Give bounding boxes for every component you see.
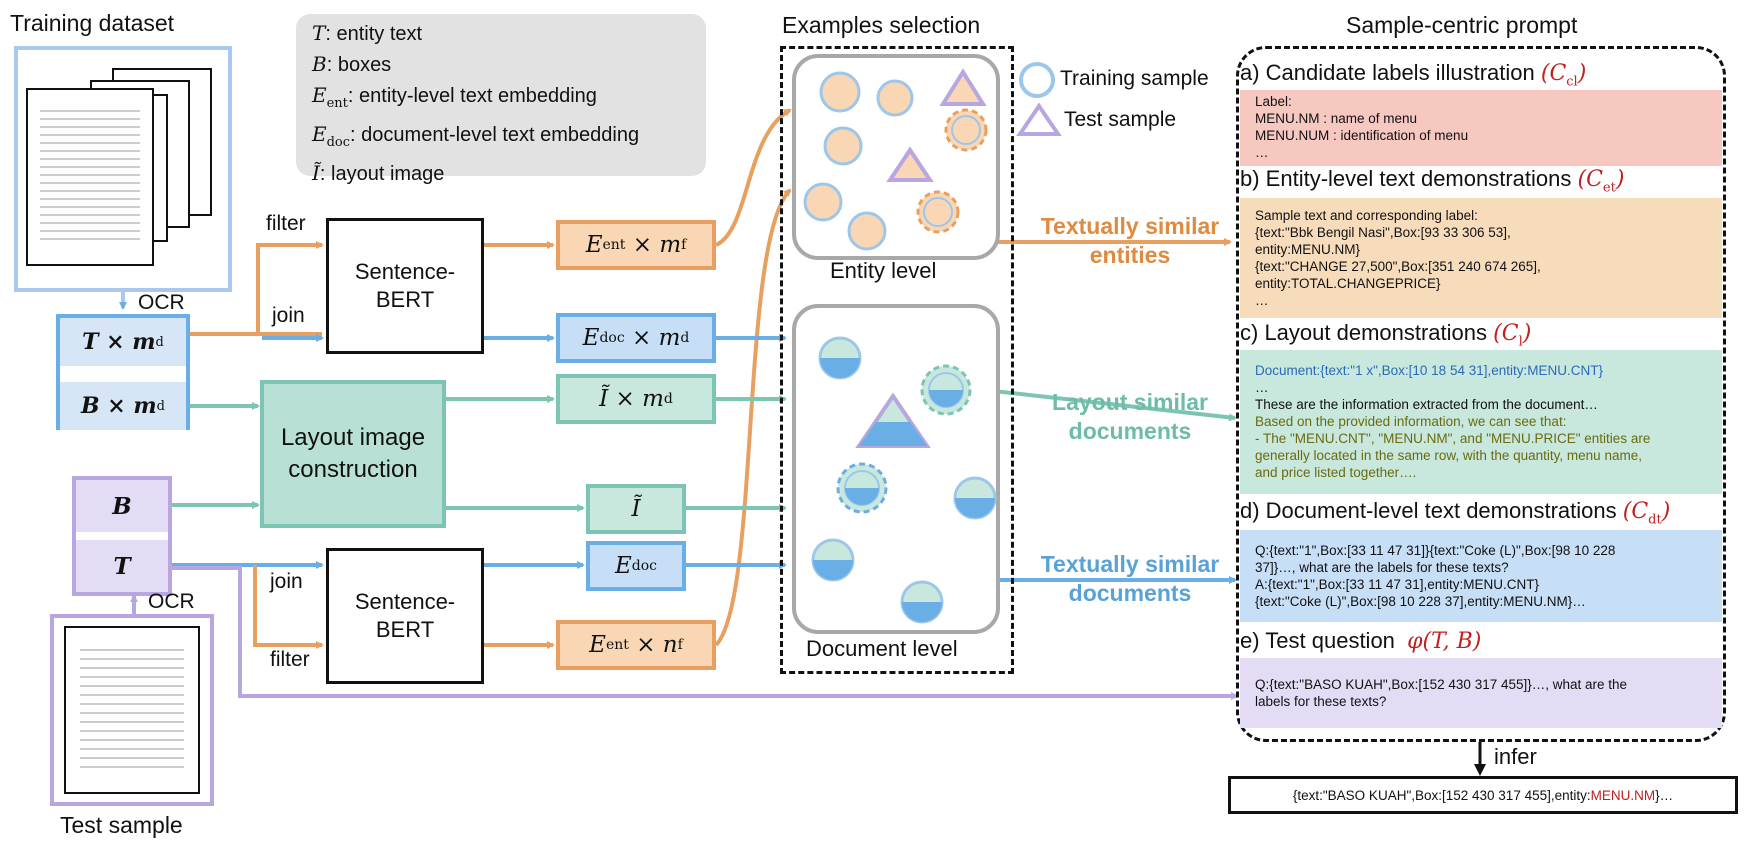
- t-test: T: [76, 540, 168, 592]
- training-sample-marker: [819, 71, 861, 113]
- section-b-box: [1240, 198, 1722, 318]
- legend-t: T: entity text: [312, 21, 423, 45]
- training-sample-marker: [803, 182, 843, 222]
- sentence-bert-test: Sentence-BERT: [326, 548, 484, 684]
- test-sample-label: Test sample: [60, 812, 183, 838]
- filter-label-test: filter: [270, 648, 310, 671]
- section-c-heading: c) Layout demonstrations (Cl): [1240, 320, 1532, 350]
- section-e-box: [1240, 658, 1722, 728]
- training-sample-legend-icon: [1019, 62, 1055, 98]
- section-d-text: Q:{text:"1",Box:[33 11 47 31]}{text:"Cok…: [1255, 543, 1616, 609]
- test-sample-marker: [939, 68, 987, 106]
- section-a-heading: a) Candidate labels illustration (Ccl): [1240, 60, 1587, 90]
- ocr-label-train: OCR: [138, 291, 185, 314]
- test-sample-frame: [50, 614, 214, 806]
- prompt-title: Sample-centric prompt: [1346, 12, 1578, 38]
- section-a-box: [1240, 90, 1722, 166]
- entity-level-label: Entity level: [830, 258, 937, 283]
- training-sample-inner: [951, 115, 981, 145]
- i-layout: Ĩ: [586, 484, 686, 534]
- training-dataset-frame: [14, 46, 232, 292]
- section-c-text: Document:{text:"1 x",Box:[10 18 54 31],e…: [1255, 363, 1651, 480]
- test-sample-marker: [886, 146, 934, 182]
- prompt-frame: [1236, 46, 1726, 742]
- section-b-heading: b) Entity-level text demonstrations (Cet…: [1240, 166, 1625, 196]
- legend-e-doc: Edoc: document-level text embedding: [312, 122, 640, 150]
- test-sample-legend: Test sample: [1064, 108, 1177, 131]
- filter-label-train: filter: [266, 212, 306, 235]
- inference-result: {text:"BASO KUAH",Box:[152 430 317 455],…: [1228, 776, 1738, 814]
- legend-layout-image: Ĩ: layout image: [312, 161, 445, 185]
- infer-label: infer: [1494, 744, 1537, 769]
- document-icon: [26, 88, 154, 266]
- b-test: B: [76, 480, 168, 532]
- training-sample-inner: [923, 197, 953, 227]
- document-level-label: Document level: [806, 636, 958, 661]
- training-sample-marker: [847, 211, 887, 251]
- join-label-train: join: [272, 304, 305, 327]
- document-markers: [811, 336, 997, 624]
- legend-e-ent: Eent: entity-level text embedding: [312, 83, 597, 111]
- section-b-text: Sample text and corresponding label:{tex…: [1255, 208, 1541, 308]
- training-dataset-label: Training dataset: [10, 10, 175, 36]
- document-icon: [64, 626, 200, 794]
- training-sample-marker: [823, 126, 863, 166]
- section-d-box: [1240, 530, 1722, 622]
- legend-box: T: entity text B: boxes Eent: entity-lev…: [296, 14, 706, 185]
- training-sample-legend: Training sample: [1060, 67, 1209, 90]
- legend-b: B: boxes: [312, 52, 392, 76]
- examples-selection-frame: [780, 46, 1014, 674]
- examples-selection-title: Examples selection: [782, 12, 981, 38]
- join-label-test: join: [270, 570, 303, 593]
- section-d-heading: d) Document-level text demonstrations (C…: [1240, 498, 1671, 528]
- section-e-heading: e) Test question φ(T, B): [1240, 628, 1482, 654]
- ocr-label-test: OCR: [148, 590, 195, 613]
- test-bt-block: B T: [72, 476, 172, 596]
- section-c-box: [1240, 350, 1722, 494]
- test-sample-legend-icon: [1016, 102, 1062, 136]
- training-sample-marker: [876, 79, 914, 117]
- section-e-text: Q:{text:"BASO KUAH",Box:[152 430 317 455…: [1255, 677, 1628, 709]
- sentence-bert-train: Sentence-BERT: [326, 218, 484, 354]
- layout-image-construction: Layout image construction: [260, 380, 446, 528]
